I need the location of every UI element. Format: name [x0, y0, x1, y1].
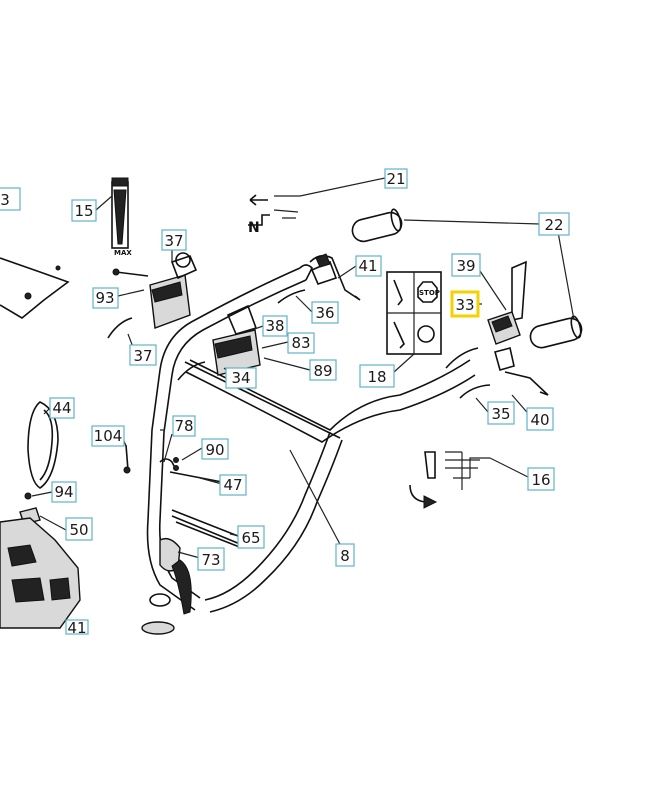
callout-label: 65: [241, 529, 260, 547]
screw-93: [112, 268, 149, 277]
decal-16: [409, 451, 490, 509]
handle-frame: [146, 264, 476, 613]
callout-label: 90: [205, 441, 224, 459]
callout-label: 37: [133, 347, 152, 365]
callout-label: 73: [201, 551, 220, 569]
callout-36: 36: [311, 301, 339, 324]
belt-44: [27, 401, 59, 489]
callout-label: 41: [67, 619, 86, 637]
bolt-104: [123, 444, 131, 474]
callout-41-bottom: 41: [65, 619, 89, 637]
callout-label: 8: [340, 547, 350, 565]
gearbox: [0, 517, 81, 629]
callout-label: 34: [231, 369, 250, 387]
callout-3-edge: 3: [0, 187, 21, 211]
callout-label: 16: [531, 471, 550, 489]
callout-label: 104: [94, 427, 123, 445]
callout-label: 39: [456, 257, 475, 275]
callout-label: 83: [291, 334, 310, 352]
cable-35b: [459, 384, 491, 399]
cover-plate: [0, 257, 70, 319]
grip-left: [351, 208, 403, 243]
throttle-unit-37: [149, 252, 198, 329]
callout-label: 18: [367, 368, 386, 386]
callout-47: 47: [219, 474, 247, 496]
callout-93: 93: [92, 287, 119, 309]
grip-right: [529, 315, 583, 349]
callout-label: 38: [265, 317, 284, 335]
callout-18: 18: [359, 364, 395, 388]
callout-label: 3: [0, 191, 10, 209]
callout-33: 33: [450, 290, 480, 318]
callout-37-bottom: 37: [129, 344, 157, 366]
callout-34: 34: [225, 367, 257, 389]
callout-label: 47: [223, 476, 242, 494]
callout-90: 90: [201, 438, 229, 460]
callout-73: 73: [197, 547, 225, 571]
screw-94: [24, 492, 32, 500]
decal-text-max: MAX: [114, 249, 132, 257]
callout-label-highlighted: 33: [455, 296, 474, 314]
decal-21: N: [248, 194, 300, 236]
callout-39: 39: [451, 253, 481, 277]
callout-label: 21: [386, 170, 405, 188]
lever-39: [487, 260, 549, 396]
stop-decal-18: STOP: [386, 271, 442, 355]
callout-label: 36: [315, 304, 334, 322]
callout-label: 94: [54, 483, 73, 501]
svg-text:N: N: [248, 220, 260, 236]
callout-104: 104: [91, 425, 125, 447]
lever-decal-15: MAX: [111, 177, 132, 257]
callout-37-top: 37: [161, 229, 187, 251]
callout-label: 41: [358, 257, 377, 275]
callout-40: 40: [526, 407, 554, 431]
spring-73: [141, 537, 192, 635]
callout-label: 93: [95, 289, 114, 307]
callout-41: 41: [355, 255, 382, 277]
clip-78-90: [159, 457, 179, 471]
callout-label: 40: [530, 411, 549, 429]
leader-lines: [31, 177, 575, 559]
callout-label: 50: [69, 521, 88, 539]
cable-65: [171, 509, 243, 549]
throttle-unit-38: [212, 304, 261, 376]
cable-34: [177, 361, 206, 381]
callout-15: 15: [71, 199, 97, 222]
bail-lever-41: [309, 253, 361, 301]
cable-37: [107, 317, 133, 339]
rod-47: [169, 471, 223, 483]
callout-65: 65: [237, 525, 265, 549]
callout-8: 8: [335, 543, 355, 567]
callout-89: 89: [309, 359, 337, 381]
callout-35: 35: [487, 401, 515, 425]
callout-78: 78: [172, 415, 196, 437]
callout-label: 15: [74, 202, 93, 220]
callout-label: 22: [544, 216, 563, 234]
callout-44: 44: [49, 397, 75, 419]
callout-38: 38: [262, 315, 288, 337]
callout-22: 22: [538, 212, 570, 236]
callout-label: 44: [52, 399, 71, 417]
callout-94: 94: [51, 481, 77, 503]
callout-label: 37: [164, 232, 183, 250]
decal-text-stop: STOP: [419, 289, 440, 297]
cable-35: [445, 347, 479, 369]
callout-label: 35: [491, 405, 510, 423]
callout-21: 21: [384, 168, 408, 189]
callout-50: 50: [65, 517, 93, 541]
callout-83: 83: [287, 332, 315, 354]
callout-label: 89: [313, 362, 332, 380]
cable-36: [277, 289, 306, 304]
callout-16: 16: [527, 467, 555, 491]
callout-label: 78: [174, 417, 193, 435]
